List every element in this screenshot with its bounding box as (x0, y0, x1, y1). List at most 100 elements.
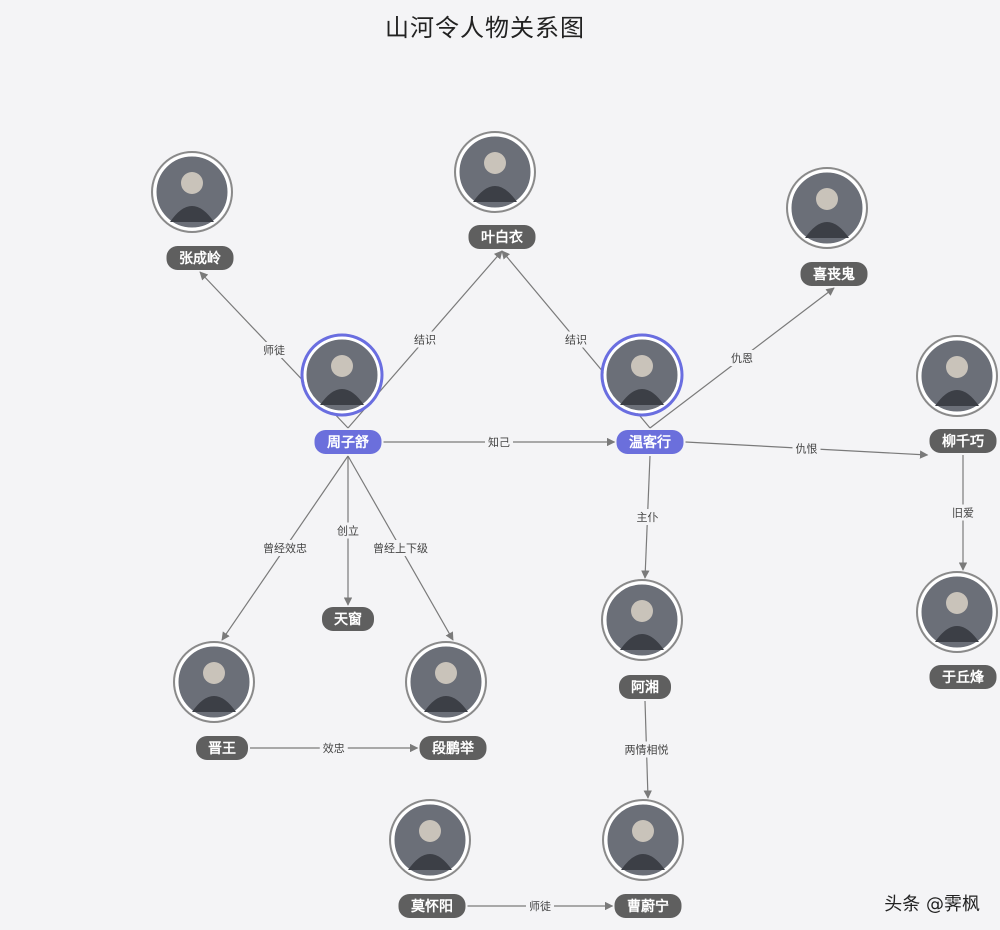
avatar-body-icon (620, 634, 664, 650)
node-caoweining[interactable]: 曹蔚宁 (602, 799, 684, 918)
avatar-ring (151, 151, 233, 233)
node-mohuaiyang[interactable]: 莫怀阳 (389, 799, 471, 918)
node-label: 曹蔚宁 (627, 898, 669, 915)
avatar-head-icon (435, 662, 457, 684)
avatar-body-icon (935, 626, 979, 642)
node-duanpengju[interactable]: 段鹏举 (405, 641, 487, 760)
avatar-ring (454, 131, 536, 213)
avatar-ring (600, 333, 684, 417)
edge-label: 知己 (488, 435, 510, 449)
avatar-head-icon (203, 662, 225, 684)
avatar-ring (405, 641, 487, 723)
node-label: 于丘烽 (942, 669, 985, 686)
node-label: 周子舒 (327, 434, 369, 451)
edge-label-background (319, 740, 348, 756)
avatar-head-icon (331, 355, 353, 377)
avatar-ring (916, 571, 998, 653)
avatar-head-icon (631, 355, 653, 377)
node-zhouzishu[interactable]: 周子舒 (300, 333, 384, 454)
avatar-head-icon (816, 188, 838, 210)
node-label-pill (398, 894, 466, 918)
avatar-head-icon (419, 820, 441, 842)
edge-label: 主仆 (637, 511, 659, 524)
edge-label-background (260, 342, 288, 358)
edge-label: 师徒 (529, 899, 551, 913)
node-label: 张成岭 (179, 250, 221, 267)
node-wenkexing[interactable]: 温客行 (600, 333, 684, 454)
avatar-body-icon (320, 389, 364, 405)
node-label-pill (419, 736, 487, 760)
node-label: 阿湘 (631, 679, 659, 696)
avatar-body-icon (170, 206, 214, 222)
node-label-pill (616, 430, 684, 454)
diagram-title: 山河令人物关系图 (385, 14, 585, 42)
edge-label: 创立 (337, 524, 359, 538)
avatar-ring (786, 167, 868, 249)
avatar-body-icon (620, 389, 664, 405)
edge-label-background (949, 504, 977, 521)
node-yebaiyi[interactable]: 叶白衣 (454, 131, 536, 249)
node-label: 叶白衣 (481, 229, 524, 246)
node-jinwang[interactable]: 晋王 (173, 641, 255, 760)
node-guxiang[interactable]: 阿湘 (601, 579, 683, 699)
node-label: 温客行 (629, 434, 671, 451)
edge-label-background (526, 898, 554, 914)
avatar-ring (601, 579, 683, 661)
edge-label-background (370, 540, 431, 556)
edge-label: 仇恩 (731, 352, 753, 365)
edge-label-background (260, 540, 310, 556)
edge-label: 仇恨 (796, 442, 818, 456)
edge-label-background (562, 331, 590, 348)
edge-label: 效忠 (323, 741, 345, 755)
node-label-pill (614, 894, 682, 918)
node-label: 喜丧鬼 (813, 266, 855, 283)
edge-label: 曾经上下级 (373, 541, 428, 555)
avatar-head-icon (946, 356, 968, 378)
node-label: 晋王 (208, 741, 236, 757)
node-label: 天窗 (334, 611, 362, 628)
avatar-body-icon (424, 696, 468, 712)
edge-label-background (728, 350, 756, 366)
avatar-body-icon (408, 854, 452, 870)
node-label-pill (929, 665, 997, 689)
edge-label: 结识 (414, 334, 436, 347)
node-tianchuang[interactable]: 天窗 (322, 607, 374, 631)
edge-label-background (485, 434, 513, 450)
avatar-head-icon (946, 592, 968, 614)
node-yuqiufeng[interactable]: 于丘烽 (916, 571, 998, 689)
edge-label: 两情相悦 (625, 743, 669, 757)
node-liuqianqiao[interactable]: 柳千巧 (916, 335, 998, 453)
edge-label-background (792, 440, 821, 457)
edge-label: 结识 (565, 334, 587, 347)
node-label-pill (196, 736, 248, 760)
node-label-pill (468, 225, 536, 249)
edge-label: 旧爱 (952, 507, 974, 520)
node-label: 段鹏举 (432, 740, 475, 757)
node-label-pill (929, 429, 997, 453)
node-label-pill (314, 430, 382, 454)
node-zhangchengling[interactable]: 张成岭 (151, 151, 234, 270)
node-label-pill (800, 262, 868, 286)
edge-label-background (334, 522, 362, 539)
avatar-ring (173, 641, 255, 723)
node-label: 莫怀阳 (410, 898, 453, 915)
edges-layer: 师徒结识结识仇恩知己仇恨创立曾经效忠曾经上下级旧爱效忠主仆两情相悦师徒 (199, 250, 977, 914)
avatar-ring (916, 335, 998, 417)
avatar-ring (602, 799, 684, 881)
avatar-body-icon (192, 696, 236, 712)
node-label: 柳千巧 (942, 433, 984, 450)
avatar-ring (300, 333, 384, 417)
avatar-body-icon (473, 186, 517, 202)
edge-label-background (633, 509, 662, 525)
avatar-head-icon (181, 172, 203, 194)
avatar-head-icon (484, 152, 506, 174)
node-xiyangui[interactable]: 喜丧鬼 (786, 167, 868, 286)
node-label-pill (619, 675, 671, 699)
edge-label-background (411, 331, 439, 348)
avatar-ring (389, 799, 471, 881)
watermark: 头条 @霁枫 (884, 894, 980, 915)
node-label-pill (166, 246, 234, 270)
avatar-body-icon (935, 390, 979, 406)
